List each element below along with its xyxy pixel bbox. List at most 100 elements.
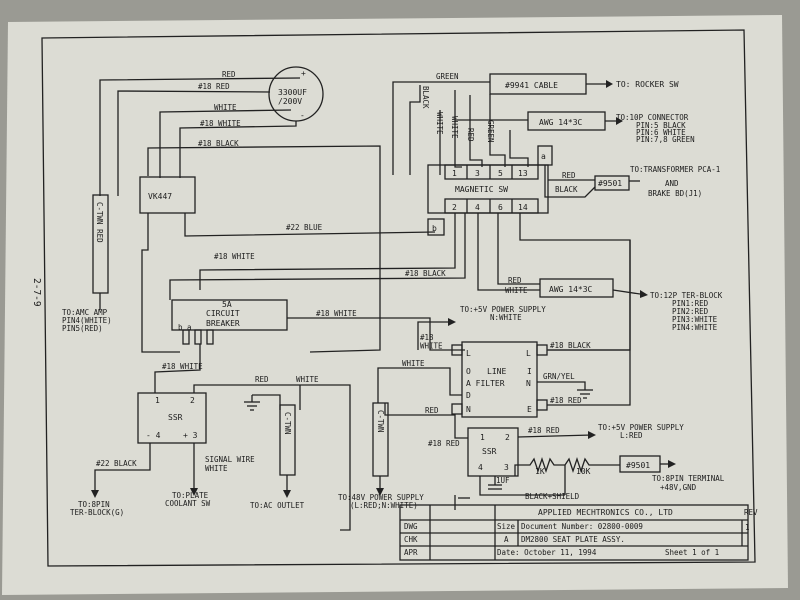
target-plate-1: TO:PLATE	[172, 491, 209, 500]
paper	[2, 15, 788, 595]
vk447-label: VK447	[148, 192, 172, 201]
wire-red-top	[99, 77, 301, 196]
ms-pin-b-box	[427, 218, 445, 236]
capacitor-1uf: 1UF	[496, 476, 510, 485]
target-8pin-1: TO:8PIN	[78, 500, 110, 509]
connector-ac-label: C-TWN	[283, 412, 292, 435]
label-red-ms: RED	[562, 171, 576, 180]
ssr-right-p1: 1	[480, 433, 485, 442]
title-name: DM2800 SEAT PLATE ASSY.	[521, 535, 625, 544]
wire-green-v	[489, 94, 506, 167]
wire-ssr2-gnd	[479, 476, 565, 496]
line-filter	[461, 341, 538, 418]
ms-bottom-pin-box	[444, 198, 539, 214]
wire-ms-black	[544, 165, 596, 198]
label-18black-top: #18 BLACK	[198, 139, 239, 148]
ms-pin-5: 5	[498, 169, 503, 178]
cable-9501-top-label: #9501	[598, 179, 622, 188]
wire-48v-white	[377, 367, 462, 403]
arrow-awg-mid-head	[640, 290, 648, 298]
cable-awg-mid	[539, 278, 614, 298]
target-12p-pin2: PIN2:RED	[672, 307, 709, 316]
arrow-9941-head	[606, 80, 613, 88]
label-red-mid: RED	[508, 276, 522, 285]
drawing-border	[41, 29, 756, 567]
ms-pin-3: 3	[475, 169, 480, 178]
label-black-v: BLACK	[421, 86, 430, 109]
label-18red-out: #18 RED	[528, 426, 560, 435]
label-white-lf: WHITE	[402, 359, 425, 368]
target-transformer-2: AND	[665, 179, 679, 188]
ssr-left-label: SSR	[168, 413, 183, 422]
label-red-top: RED	[222, 70, 236, 79]
lf-letter-o: O	[466, 367, 471, 376]
label-18red-ssr2: #18 RED	[428, 439, 460, 448]
cable-awg-mid-label: AWG 14*3C	[549, 285, 593, 294]
target-5v-top-1: TO:+5V POWER SUPPLY	[460, 305, 546, 314]
capacitor-plus: +	[301, 69, 306, 78]
arrow-awg-mid	[612, 289, 641, 295]
cable-9501-bot-label: #9501	[626, 461, 650, 470]
target-10p: TO:10P CONNECTOR	[616, 113, 689, 122]
title-doc-number: Document Number: 02800-0009	[521, 522, 643, 531]
lf-letter-d: D	[466, 391, 471, 400]
target-12p-pin3: PIN3:WHITE	[672, 315, 718, 324]
label-18black-mid: #18 BLACK	[405, 269, 446, 278]
target-12p-pin4: PIN4:WHITE	[672, 323, 718, 332]
breaker-line1: CIRCUIT	[206, 309, 240, 318]
title-rev: 1	[745, 523, 750, 532]
target-8pin-2: TER-BLOCK(G)	[70, 508, 124, 517]
lf-right-l: L	[526, 349, 531, 358]
label-18red-lf: #18 RED	[550, 396, 582, 405]
ms-pin-14: 14	[518, 203, 528, 212]
wire-green	[392, 81, 490, 175]
wire-ms-black-mid	[169, 213, 466, 300]
label-green-v: GREEN	[486, 120, 495, 143]
label-red-ssr2: RED	[425, 406, 439, 415]
target-10p-pin1: PIN:5 BLACK	[636, 121, 686, 130]
title-size-label: Size	[497, 522, 516, 531]
lf-right-n: N	[526, 379, 531, 388]
ms-pin-a: a	[541, 152, 546, 161]
wire-breaker-ssr	[154, 344, 201, 393]
target-transformer-3: BRAKE BD(J1)	[648, 189, 702, 198]
label-18black-lf: #18 BLACK	[550, 341, 591, 350]
label-18white-top: #18 WHITE	[200, 119, 241, 128]
target-5v-top-2: N:WHITE	[490, 313, 522, 322]
wire-ssr-out	[193, 384, 351, 531]
target-48v-1: TO:48V POWER SUPPLY	[338, 493, 424, 502]
wire-5v-top	[417, 321, 452, 350]
title-rev-label: REV	[744, 508, 758, 517]
target-10p-pin2: PIN:6 WHITE	[636, 128, 686, 137]
ms-pin-13: 13	[518, 169, 528, 178]
lf-right-e: E	[527, 405, 532, 414]
breaker-pins: b a	[178, 323, 192, 332]
ssr-right	[467, 427, 519, 477]
target-ac-outlet: TO:AC OUTLET	[250, 501, 305, 510]
wire-awg-top2	[509, 130, 529, 167]
target-12p-pin1: PIN1:RED	[672, 299, 709, 308]
wire-ms4-red	[477, 213, 540, 291]
label-red-out: RED	[255, 375, 269, 384]
label-white-mid: WHITE	[505, 286, 528, 295]
vk447-module	[139, 176, 196, 214]
wire-vk-left	[141, 213, 180, 353]
arrow-awg-top-head	[616, 117, 623, 125]
lf-right-i: I	[527, 367, 532, 376]
label-black-ms: BLACK	[555, 185, 578, 194]
ssr-left-p3: + 3	[183, 431, 198, 440]
lf-letter-line: LINE	[487, 367, 506, 376]
company-name: APPLIED MECHTRONICS CO., LTD	[538, 508, 673, 517]
wire-red-v	[469, 95, 483, 167]
page-marker: 2-7-9	[31, 278, 42, 307]
connector-48v-label: C-TWN	[376, 410, 385, 433]
wire-ssr2-resistors	[514, 456, 620, 476]
ssr-right-label: SSR	[482, 447, 497, 456]
target-amc-1: TO:AMC AMP	[62, 308, 108, 317]
wire-18white-top	[179, 121, 297, 178]
lf-letter-afilter: A FILTER	[466, 379, 505, 388]
connector-amc-label: C-TWN RED	[95, 202, 104, 243]
ms-pin-4: 4	[475, 203, 480, 212]
